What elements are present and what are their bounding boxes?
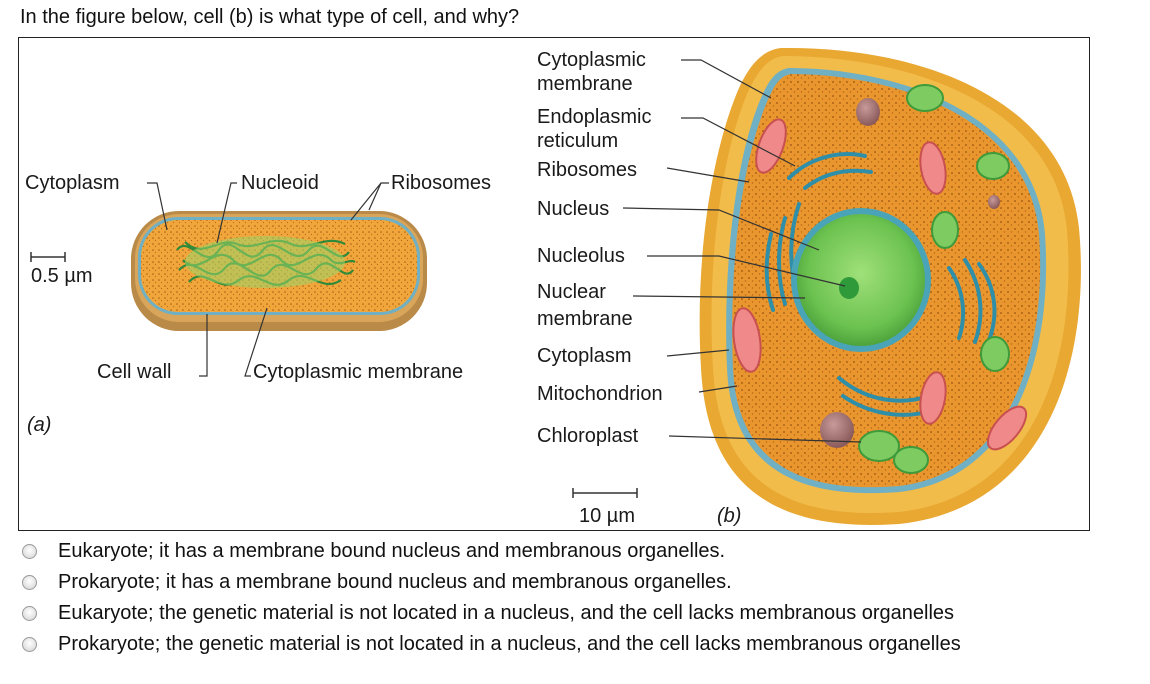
- label-chloroplast: Chloroplast: [537, 425, 639, 447]
- leader-cytoplasm-a: [147, 182, 168, 231]
- answer-options: Eukaryote; it has a membrane bound nucle…: [22, 536, 961, 660]
- radio-button-4[interactable]: [22, 637, 37, 652]
- eukaryotic-cell: [699, 47, 1081, 525]
- answer-option-2-label[interactable]: Prokaryote; it has a membrane bound nucl…: [58, 571, 732, 593]
- radio-button-2[interactable]: [22, 575, 37, 590]
- answer-option-3[interactable]: Eukaryote; the genetic material is not l…: [22, 598, 961, 629]
- label-cytoplasmic-membrane-b-2: membrane: [537, 73, 633, 95]
- label-cytoplasm-a: Cytoplasm: [25, 172, 119, 194]
- label-cell-wall: Cell wall: [97, 361, 171, 383]
- label-cytoplasm-b: Cytoplasm: [537, 345, 631, 367]
- panel-label-a: (a): [27, 414, 51, 436]
- leader-ribosomes-a: [350, 182, 389, 221]
- answer-option-1-label[interactable]: Eukaryote; it has a membrane bound nucle…: [58, 540, 726, 562]
- label-mitochondrion: Mitochondrion: [537, 383, 663, 405]
- chloroplasts: [858, 84, 1010, 474]
- mitochondria: [732, 118, 1028, 451]
- label-scale-a: 0.5 µm: [31, 265, 93, 287]
- label-nucleoid: Nucleoid: [241, 172, 319, 194]
- cell-figure: Cytoplasm Nucleoid Ribosomes 0.5 µm Cell…: [18, 37, 1090, 531]
- cell-figure-svg: Cytoplasm Nucleoid Ribosomes 0.5 µm Cell…: [25, 47, 1081, 527]
- radio-button-3[interactable]: [22, 606, 37, 621]
- label-nucleus: Nucleus: [537, 198, 609, 220]
- scale-bar-b: [572, 488, 638, 498]
- prokaryotic-cell: [131, 211, 427, 331]
- radio-button-1[interactable]: [22, 544, 37, 559]
- label-er-1: Endoplasmic: [537, 106, 652, 128]
- question-text: In the figure below, cell (b) is what ty…: [20, 6, 520, 28]
- leader-cell-wall: [199, 314, 208, 377]
- answer-option-4[interactable]: Prokaryote; the genetic material is not …: [22, 629, 961, 660]
- label-cytoplasmic-membrane-a: Cytoplasmic membrane: [253, 361, 463, 383]
- leader-nucleoid: [216, 182, 237, 244]
- answer-option-4-label[interactable]: Prokaryote; the genetic material is not …: [58, 633, 961, 655]
- er-structure: [764, 152, 997, 417]
- label-cytoplasmic-membrane-b-1: Cytoplasmic: [537, 49, 646, 71]
- panel-label-b: (b): [717, 505, 741, 527]
- leader-cytoplasmic-membrane-a: [244, 307, 268, 377]
- vacuoles: [820, 98, 1000, 448]
- label-ribosomes-a: Ribosomes: [391, 172, 491, 194]
- nucleus: [791, 208, 931, 352]
- label-nuclear-membrane-2: membrane: [537, 308, 633, 330]
- answer-option-2[interactable]: Prokaryote; it has a membrane bound nucl…: [22, 567, 961, 598]
- label-nuclear-membrane-1: Nuclear: [537, 281, 606, 303]
- label-nucleolus: Nucleolus: [537, 245, 625, 267]
- leaders-cell-b: [622, 59, 862, 443]
- label-er-2: reticulum: [537, 130, 618, 152]
- answer-option-1[interactable]: Eukaryote; it has a membrane bound nucle…: [22, 536, 961, 567]
- scale-bar-a: [30, 252, 66, 262]
- label-ribosomes-b: Ribosomes: [537, 159, 637, 181]
- label-scale-b: 10 µm: [579, 505, 635, 527]
- answer-option-3-label[interactable]: Eukaryote; the genetic material is not l…: [58, 602, 955, 624]
